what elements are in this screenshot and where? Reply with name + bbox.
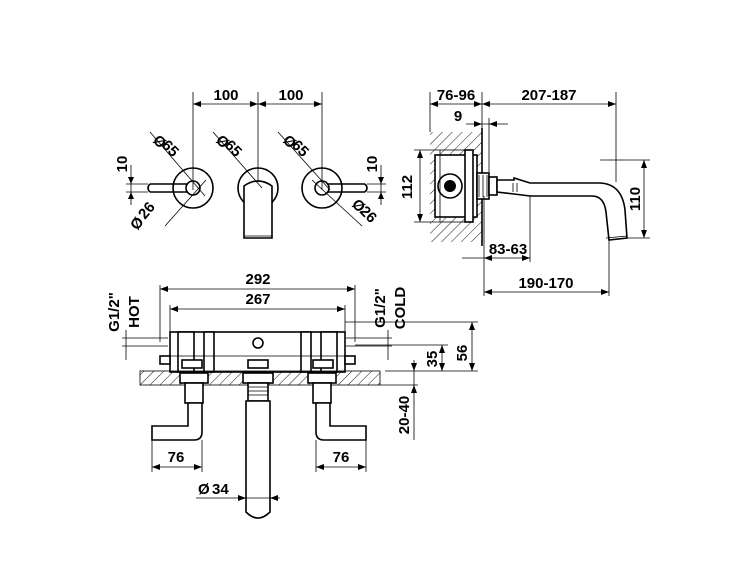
cold-thread-label: G1/2" (372, 288, 389, 328)
dim-76-right: 76 (333, 449, 350, 466)
dim-207-187: 207-187 (521, 87, 576, 104)
dim-76-left: 76 (168, 449, 185, 466)
cold-label: COLD (392, 287, 409, 330)
dim-ten-left: 10 (114, 156, 131, 173)
dim-20-40: 20-40 (396, 396, 413, 434)
hot-handle (151, 402, 203, 441)
left-handle-lever (147, 183, 188, 193)
top-view: 100 100 Ø 65 Ø 26 10 Ø 65 Ø 65 Ø (114, 87, 386, 239)
dim-112: 112 (399, 175, 416, 199)
left-handle-rosette (172, 167, 214, 209)
dim-ten-right: 10 (364, 156, 381, 173)
spout-side (496, 176, 628, 241)
dim-292: 292 (245, 271, 270, 288)
cold-handle (315, 402, 367, 441)
hot-label: HOT (126, 296, 143, 328)
dim-spout-dia: 34 (212, 481, 229, 498)
dim-spout-dia-symbol: Ø (198, 481, 210, 498)
dim-76-96: 76-96 (437, 87, 475, 104)
dim-110: 110 (627, 187, 644, 211)
spout-front (245, 400, 271, 519)
hot-thread-label: G1/2" (106, 292, 123, 332)
dim-top-spacing-left: 100 (213, 87, 238, 104)
dim-190-170: 190-170 (518, 275, 573, 292)
dim-83-63: 83-63 (489, 241, 527, 258)
dim-9: 9 (454, 108, 462, 125)
spout-top-view (243, 180, 273, 239)
front-view: 292 267 G1/2" HOT G1/2" COLD (106, 271, 478, 519)
side-view: 76-96 207-187 9 112 110 83-63 (399, 87, 650, 296)
right-handle-lever (327, 183, 368, 193)
right-handle-rosette (301, 167, 343, 209)
dim-56: 56 (454, 345, 471, 362)
dim-35: 35 (424, 351, 441, 368)
dim-top-spacing-right: 100 (278, 87, 303, 104)
dim-267: 267 (245, 291, 270, 308)
